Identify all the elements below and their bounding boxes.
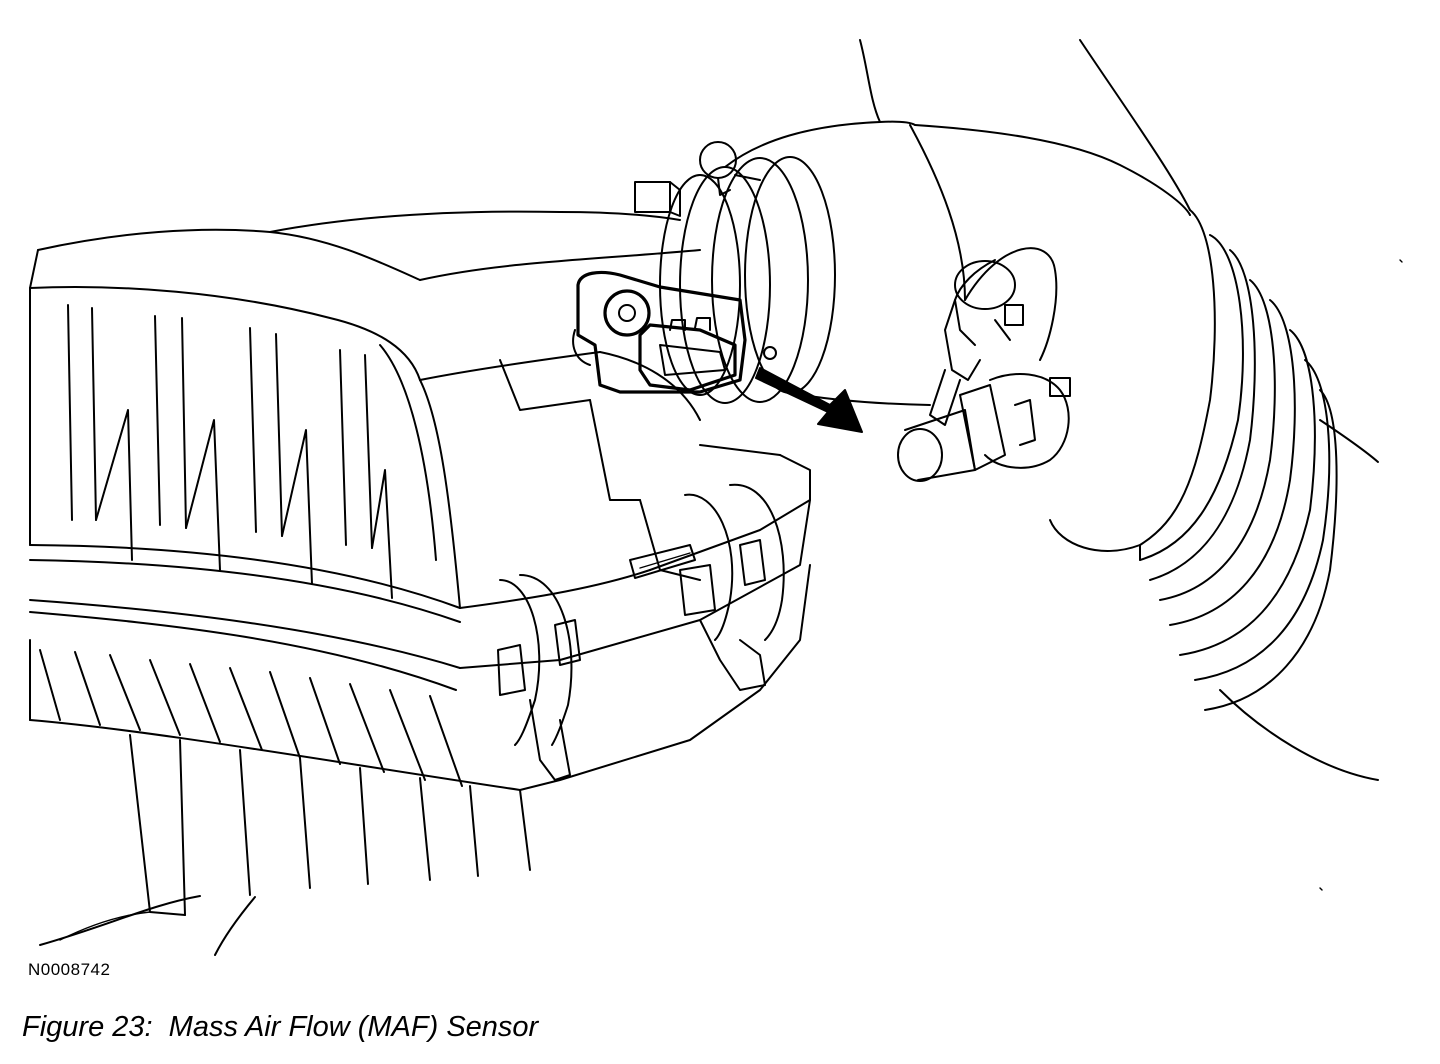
air-cleaner-outlet [269, 210, 811, 791]
callout-arrow [755, 367, 863, 433]
mass-air-flow-sensor [572, 270, 747, 394]
air-cleaner-housing [29, 228, 531, 956]
maf-meter-body [634, 120, 931, 406]
figure-code: N0008742 [28, 960, 111, 979]
housing-clamps [497, 483, 785, 781]
intake-tube [859, 39, 1379, 781]
figure-caption: Figure 23: Mass Air Flow (MAF) Sensor [22, 1011, 539, 1043]
